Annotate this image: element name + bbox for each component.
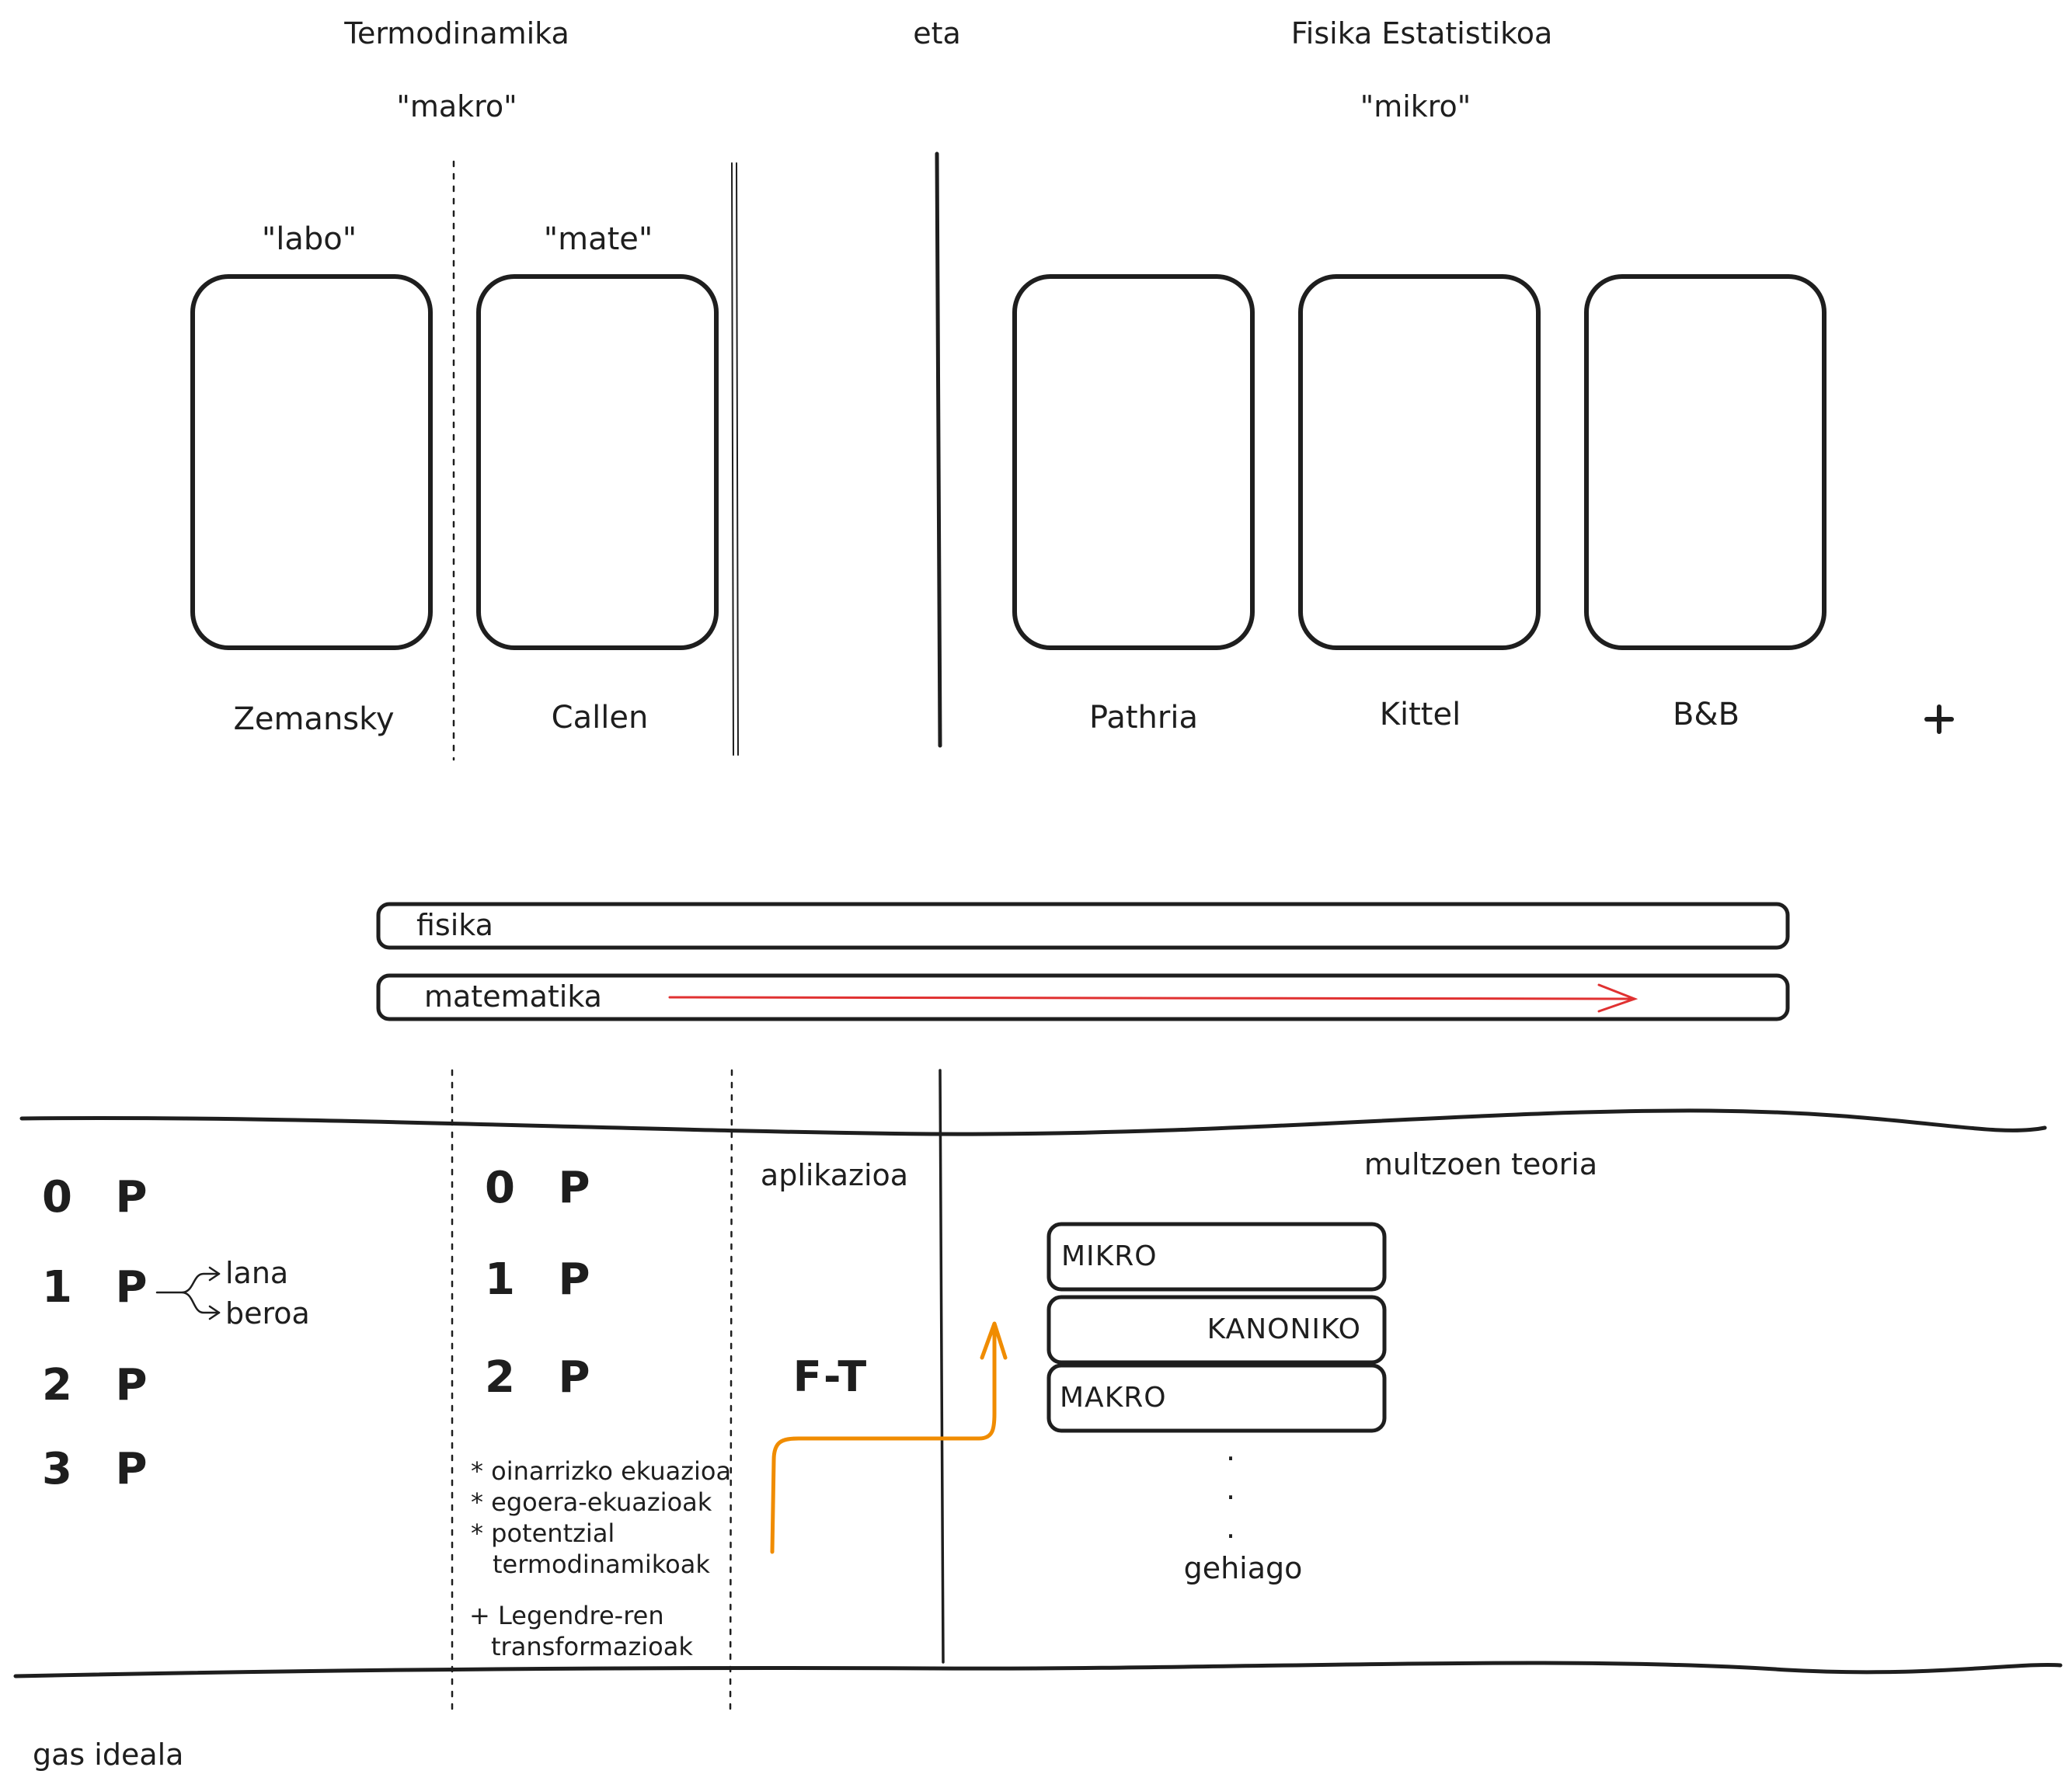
subtitle-mikro: "mikro" (1360, 89, 1471, 123)
col2-principle-2: 2 P (485, 1352, 604, 1403)
stack-label-kanoniko: KANONIKO (1207, 1313, 1361, 1345)
table-bottom-line (13, 1661, 2063, 1678)
subtitle-makro: "makro" (396, 89, 517, 123)
book-name-callen: Callen (551, 700, 649, 736)
column-divider-2 (729, 1069, 733, 1710)
stack-label-makro: MAKRO (1060, 1382, 1167, 1414)
col3-ft-label: F-T (792, 1352, 870, 1401)
word-eta: eta (913, 16, 961, 50)
col2-note-5: transformazioak (491, 1632, 693, 1661)
ellipsis-dot-2: . (1225, 1472, 1236, 1506)
bar-label-fisika: fisika (416, 908, 493, 942)
title-termodinamika: Termodinamika (344, 16, 569, 50)
note-gas-ideala: gas ideala (33, 1738, 184, 1772)
col1-principle-2: 2 P (42, 1360, 162, 1411)
book-name-zemansky: Zemansky (233, 701, 395, 737)
branch-label-beroa: beroa (225, 1296, 310, 1331)
book-card-zemansky (190, 274, 433, 650)
col1-principle-0: 0 P (42, 1172, 162, 1223)
col2-note-0: * oinarrizko ekuazioa (471, 1456, 732, 1486)
separator-double-a (731, 162, 734, 756)
stack-box-mikro (1046, 1222, 1387, 1292)
ellipsis-dot-3: . (1225, 1511, 1236, 1545)
col2-note-4: + Legendre-ren (469, 1601, 664, 1630)
col2-principle-0: 0 P (485, 1163, 604, 1213)
bar-label-matematika: matematika (424, 979, 602, 1014)
bar-matematika (376, 973, 1790, 1021)
col4-heading: multzoen teoria (1363, 1147, 1598, 1181)
col2-note-3: termodinamikoak (493, 1550, 710, 1579)
ellipsis-dot-1: . (1225, 1433, 1236, 1467)
red-arrow-icon (668, 983, 1638, 1013)
separator-double-b (736, 162, 739, 756)
separator-makro-mikro (935, 151, 942, 748)
book-name-bb: B&B (1672, 697, 1740, 732)
branch-arrow-icon (155, 1272, 221, 1314)
orange-arrow-icon (770, 1321, 1008, 1554)
stack-box-kanoniko (1046, 1295, 1387, 1365)
branch-arrowhead-top-icon (208, 1266, 221, 1282)
table-top-line (19, 1108, 2047, 1136)
col2-principle-1: 1 P (485, 1254, 604, 1305)
col2-note-1: * egoera-ekuazioak (471, 1487, 712, 1517)
col1-principle-1: 1 P (42, 1262, 162, 1313)
book-card-bb (1584, 274, 1826, 650)
column-divider-3 (938, 1069, 945, 1664)
stack-label-mikro: MIKRO (1061, 1240, 1158, 1272)
label-labo: "labo" (261, 221, 357, 257)
col2-note-2: * potentzial (471, 1518, 615, 1548)
book-card-pathria (1012, 274, 1255, 650)
branch-arrowhead-bottom-icon (208, 1305, 221, 1320)
bar-fisika (376, 902, 1790, 950)
label-mate: "mate" (543, 221, 653, 257)
col1-principle-3: 3 P (42, 1444, 162, 1494)
book-name-kittel: Kittel (1379, 697, 1461, 732)
stack-box-makro (1046, 1363, 1387, 1433)
branch-label-lana: lana (225, 1256, 289, 1290)
plus-icon (1924, 704, 1954, 734)
book-name-pathria: Pathria (1089, 700, 1198, 736)
more-label: gehiago (1183, 1551, 1303, 1585)
book-card-callen (476, 274, 719, 650)
title-fisika-estatistikoa: Fisika Estatistikoa (1290, 16, 1553, 50)
book-card-kittel (1298, 274, 1541, 650)
col3-heading: aplikazioa (760, 1158, 909, 1192)
